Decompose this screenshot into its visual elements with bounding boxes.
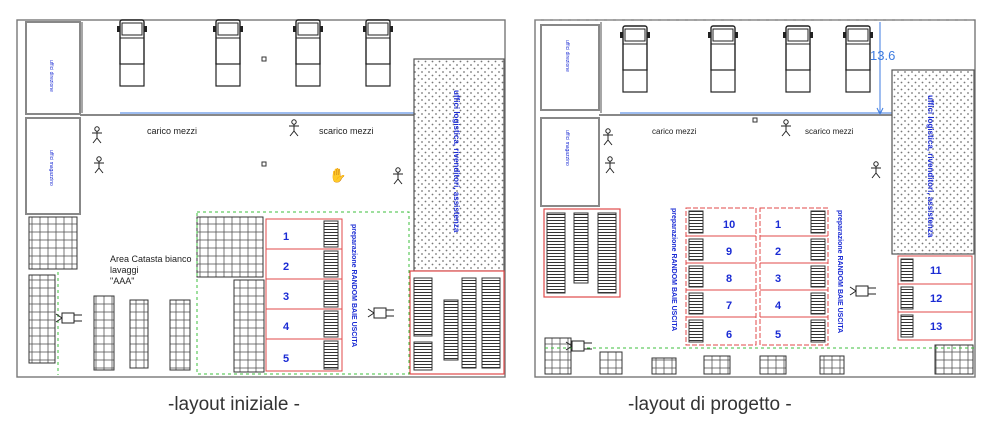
bay-number: 5 <box>283 353 289 365</box>
left-label-scarico: scarico mezzi <box>319 126 374 136</box>
right-room-top-label: uffici direzione <box>564 40 570 72</box>
right-caption: -layout di progetto - <box>628 394 792 415</box>
truck-icon <box>292 19 324 87</box>
hand-cursor-icon: ✋ <box>329 167 346 183</box>
right-room-top <box>540 24 600 111</box>
middle-stack <box>196 216 264 278</box>
right-room-mid <box>540 117 600 207</box>
bay-number: 2 <box>283 261 289 273</box>
truck-icon <box>212 19 244 87</box>
bay-number: 9 <box>726 246 732 258</box>
left-label-preparazione: preparazione RANDOM BAIE USCITA <box>350 224 357 347</box>
left-room-mid <box>25 117 81 215</box>
left-room-mid-label: uffici magazzino <box>48 150 54 186</box>
bay-number: 6 <box>726 329 732 341</box>
bay-number: 1 <box>775 219 781 231</box>
truck-icon <box>707 25 739 93</box>
left-caption: -layout iniziale - <box>168 394 300 415</box>
left-uffici-area <box>413 58 505 272</box>
bay-number: 12 <box>930 293 942 305</box>
left-stack-top <box>28 216 78 270</box>
left-floor-plan: uffici direzione uffici magazzino carico… <box>16 19 506 378</box>
bay-number: 3 <box>775 273 781 285</box>
truck-icon <box>116 19 148 87</box>
bay-number: 13 <box>930 321 942 333</box>
left-label-area-2: lavaggi <box>110 265 139 275</box>
left-stack-bottom <box>28 274 56 364</box>
right-floor-plan: uffici direzione uffici magazzino 13.6 c… <box>534 19 976 378</box>
right-bays-side: 11 12 13 <box>897 255 973 341</box>
right-uffici-area <box>891 69 975 255</box>
right-bays-left: 10 9 8 7 6 <box>685 207 757 346</box>
truck-icon <box>362 19 394 87</box>
truck-icon <box>782 25 814 93</box>
bay-number: 10 <box>723 219 735 231</box>
left-room-top <box>25 21 81 115</box>
bay-number: 11 <box>930 265 942 277</box>
truck-icon <box>842 25 874 93</box>
bay-number: 7 <box>726 300 732 312</box>
bay-number: 4 <box>775 300 782 312</box>
right-label-uffici: uffici logistica, rivenditori, assistenz… <box>926 95 935 238</box>
bay-number: 3 <box>283 291 289 303</box>
left-bays: 1 2 3 4 5 <box>265 218 343 372</box>
bay-number: 5 <box>775 329 781 341</box>
bay-number: 8 <box>726 273 732 285</box>
left-label-carico: carico mezzi <box>147 126 197 136</box>
dimension-label: 13.6 <box>870 48 895 63</box>
bay-number: 2 <box>775 246 781 258</box>
right-label-carico: carico mezzi <box>652 127 697 136</box>
bay-number: 1 <box>283 231 289 243</box>
right-bays-center: 1 2 3 4 5 <box>759 207 829 346</box>
right-label-prep-right: preparazione RANDOM BAIE USCITA <box>836 210 843 333</box>
bay-number: 4 <box>283 321 290 333</box>
left-label-uffici: uffici logistica, rivenditori, assistenz… <box>452 90 461 233</box>
right-label-scarico: scarico mezzi <box>805 127 854 136</box>
truck-icon <box>619 25 651 93</box>
left-label-area-3: "AAA" <box>110 276 134 286</box>
left-label-area-1: Area Catasta bianco <box>110 254 192 264</box>
right-room-mid-label: uffici magazzino <box>564 130 570 166</box>
left-room-top-label: uffici direzione <box>48 60 54 92</box>
right-label-prep-left: preparazione RANDOM BAIE USCITA <box>670 208 677 331</box>
